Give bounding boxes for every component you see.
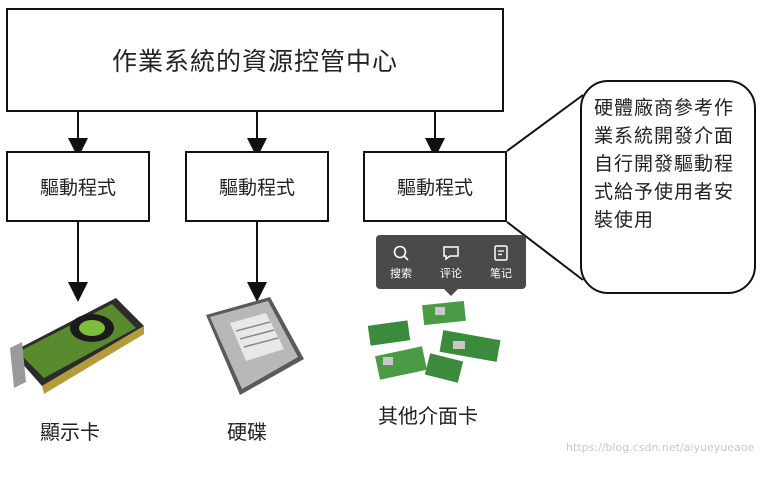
note-label: 笔记 <box>490 266 512 280</box>
search-icon <box>393 245 409 261</box>
driver-box-hdd: 驅動程式 <box>185 151 329 222</box>
comment-icon <box>443 245 459 260</box>
driver-box-gpu: 驅動程式 <box>6 151 150 222</box>
hard-disk-image <box>206 297 304 395</box>
os-resource-center-box: 作業系統的資源控管中心 <box>6 8 504 112</box>
callout-note: 硬體廠商參考作業系統開發介面自行開發驅動程式給予使用者安裝使用 <box>580 80 756 294</box>
label-graphics-card: 顯示卡 <box>40 420 100 444</box>
comment-label: 评论 <box>440 266 462 280</box>
callout-pointer-lower <box>506 221 584 281</box>
note-icon <box>494 244 508 261</box>
graphics-card-image <box>10 298 144 394</box>
comment-button[interactable]: 评论 <box>440 244 462 281</box>
selection-toolbar: 搜索 评论 笔记 <box>376 235 526 296</box>
driver-box-other: 驅動程式 <box>363 151 507 222</box>
note-button[interactable]: 笔记 <box>490 244 512 281</box>
search-label: 搜索 <box>390 266 412 280</box>
watermark: https://blog.csdn.net/aiyueyueaoe <box>566 441 755 454</box>
callout-pointer-upper <box>506 94 584 152</box>
label-hard-disk: 硬碟 <box>227 420 267 444</box>
interface-cards-image <box>367 300 501 383</box>
callout-text: 硬體廠商參考作業系統開發介面自行開發驅動程式給予使用者安裝使用 <box>594 97 735 231</box>
search-button[interactable]: 搜索 <box>390 244 412 281</box>
label-other-interface-cards: 其他介面卡 <box>378 404 478 428</box>
